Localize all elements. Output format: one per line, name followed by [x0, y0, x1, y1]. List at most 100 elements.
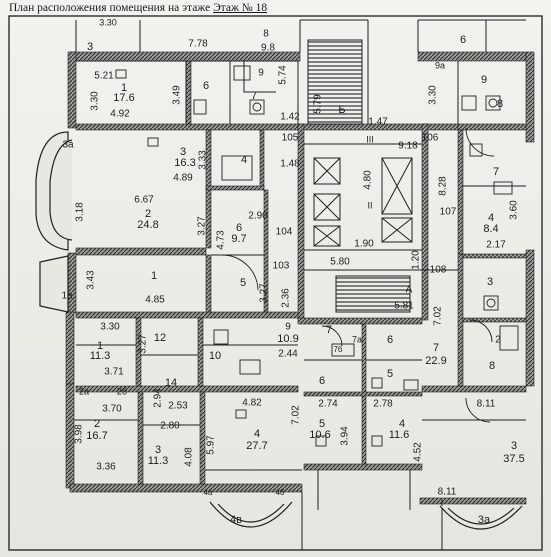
room-label: 4.92 — [110, 109, 130, 120]
room-label: 7 — [326, 324, 332, 336]
room-label: 4 — [399, 418, 405, 430]
room-label: 104 — [276, 227, 293, 238]
dimension-label: 8.28 — [438, 176, 449, 196]
caption-floor: Этаж № 18 — [213, 2, 268, 14]
room-label: 9.7 — [231, 233, 246, 245]
room-label: 1.42 — [280, 112, 300, 123]
room-label: 3 — [87, 41, 93, 53]
room-label: 37.5 — [503, 453, 524, 465]
room-label: 4а — [204, 488, 213, 497]
room-label: 2.78 — [373, 399, 393, 410]
dimension-label: 7.02 — [433, 306, 444, 326]
room-label: 5.81 — [394, 301, 414, 312]
room-label: 16.3 — [174, 157, 195, 169]
room-label: 9 — [258, 68, 264, 79]
room-label: 9.18 — [398, 141, 418, 152]
outer-frame — [8, 15, 543, 551]
room-label: 9 — [481, 74, 487, 86]
room-labels: 33.307.7889.869а95.21117.64.926971.42Б1.… — [61, 17, 524, 526]
room-label: 10.9 — [277, 333, 298, 345]
room-label: 2.44 — [278, 349, 298, 360]
room-label: 8.11 — [438, 487, 457, 498]
room-label: 3 — [155, 444, 161, 456]
room-label: 1.90 — [354, 239, 374, 250]
dimension-label: 4.80 — [363, 170, 374, 190]
room-label: 1 — [151, 270, 157, 282]
dimension-label: 3.27 — [138, 334, 149, 354]
room-label: 27.7 — [246, 440, 267, 452]
room-label: 8 — [489, 360, 495, 372]
room-label: 6 — [203, 80, 209, 92]
room-label: 4б — [275, 488, 284, 497]
room-label: 6.67 — [134, 195, 154, 206]
room-label: 2б — [117, 386, 127, 396]
room-label: 3 — [511, 440, 517, 452]
dimension-label: 3.33 — [198, 150, 209, 170]
room-label: II — [367, 200, 372, 210]
room-label: 4в — [230, 514, 242, 526]
dimension-label: 3.30 — [428, 85, 439, 105]
stair-shafts — [307, 39, 411, 313]
dimension-label: 4.08 — [184, 447, 195, 467]
room-label: 11.6 — [389, 429, 410, 441]
room-label: 5 — [240, 277, 246, 289]
room-label: 7а — [352, 334, 362, 344]
dimension-label: 2.94 — [153, 388, 164, 408]
room-label: 5.21 — [94, 71, 114, 82]
dimension-label: 2.36 — [281, 288, 292, 308]
room-label: 16.7 — [86, 430, 107, 442]
room-label: 9.8 — [261, 43, 275, 54]
room-label: 11.3 — [148, 455, 169, 467]
room-label: 2 — [94, 418, 100, 430]
room-label: 6 — [387, 334, 393, 346]
room-label: 2 — [145, 208, 151, 220]
dimension-label: 5.79 — [313, 94, 324, 114]
room-label: 17.6 — [113, 92, 134, 104]
room-label: 8.11 — [477, 399, 496, 410]
room-label: 107 — [440, 207, 457, 218]
room-label: 5.80 — [330, 257, 350, 268]
room-label: 1а — [61, 291, 73, 302]
room-label: 9 — [285, 322, 291, 333]
elevators — [313, 157, 413, 247]
room-label: 103 — [273, 261, 290, 272]
room-label: А — [406, 285, 413, 296]
dimension-label: 3.27 — [197, 216, 208, 236]
room-label: 1 — [97, 340, 103, 352]
room-label: 10 — [209, 350, 221, 362]
door-arcs — [221, 127, 495, 423]
room-label: 3а — [478, 514, 491, 526]
room-label: 3 — [180, 146, 186, 158]
bay-windows — [35, 131, 523, 530]
room-label: 106 — [422, 133, 439, 144]
room-label: 108 — [430, 265, 447, 276]
room-label: 14 — [165, 377, 177, 389]
room-label: Б — [338, 104, 345, 116]
room-label: 8.4 — [483, 223, 498, 235]
caption-prefix: План расположения помещения на этаже — [9, 2, 211, 14]
room-label: 4.85 — [145, 295, 165, 306]
room-label: 7 — [493, 166, 499, 178]
dimension-label: 5.97 — [206, 435, 217, 455]
sanitary-fixtures — [115, 65, 519, 447]
room-label: 3а — [62, 140, 74, 151]
dimension-label: 3.18 — [75, 202, 86, 222]
room-label: 10.6 — [309, 429, 330, 441]
room-label: 3.70 — [102, 404, 122, 415]
room-label: 7.78 — [188, 39, 208, 50]
plan-caption: План расположения помещения на этаже Эта… — [9, 2, 267, 14]
room-label: 22.9 — [425, 355, 446, 367]
room-label: 2а — [79, 386, 89, 396]
dimension-label: 4.73 — [216, 230, 227, 250]
thin-walls — [74, 19, 526, 550]
room-label: 12 — [154, 332, 166, 344]
room-label: 105 — [282, 133, 299, 144]
dimension-label: 7.02 — [291, 405, 302, 425]
room-label: 1.48 — [280, 159, 300, 170]
room-label: 8 — [263, 29, 269, 40]
room-label: 2.17 — [486, 240, 506, 251]
room-label: 5 — [387, 368, 393, 380]
